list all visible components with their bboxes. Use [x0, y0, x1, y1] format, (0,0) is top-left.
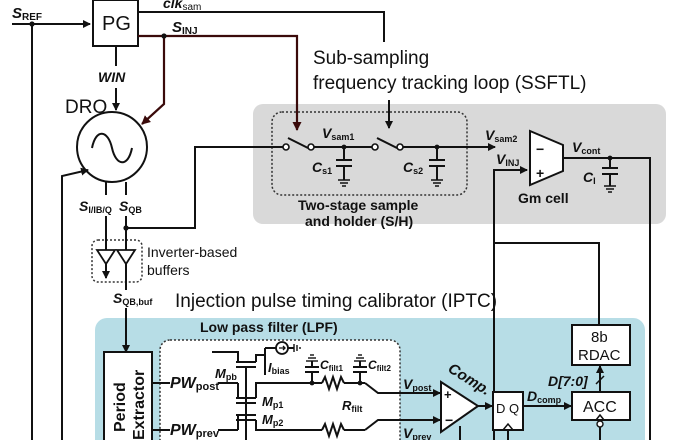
buffer-box — [91, 239, 143, 283]
comp-minus: − — [445, 412, 453, 428]
cfilt2-label: Cfilt2 — [368, 358, 391, 373]
inverter-buffer-qb — [115, 249, 137, 266]
switch-1 — [282, 137, 315, 151]
period-extractor-label-1: Period — [112, 382, 129, 432]
transistor-mp2 — [236, 414, 295, 431]
capacitor-cfilt2 — [353, 354, 367, 383]
inverter-buffer-i — [95, 249, 117, 266]
iptc-title: Injection pulse timing calibrator (IPTC) — [175, 291, 497, 312]
comparator — [440, 380, 480, 434]
rdac-to-gm-wire — [494, 242, 600, 325]
ssftl-title-2: frequency tracking loop (SSFTL) — [313, 73, 587, 94]
transistor-mp1 — [236, 382, 295, 404]
rdac-label-2: RDAC — [578, 347, 621, 364]
dcomp-label: Dcomp — [527, 388, 562, 405]
dbus-label: D[7:0] — [548, 373, 589, 389]
sinj-wire — [138, 33, 302, 131]
period-extractor-label-2: Extractor — [131, 370, 148, 440]
sample-holder-box — [271, 111, 468, 196]
sh-label-1: Two-stage sample — [298, 197, 419, 213]
gm-cell — [529, 129, 564, 187]
dff-label: D Q — [496, 401, 519, 416]
mp1-label: Mp1 — [262, 394, 283, 410]
capacitor-cs2 — [429, 147, 445, 187]
dro-feedback-wire — [61, 167, 89, 440]
s-iibq-label: SI/IB/Q — [79, 198, 112, 215]
cfilt1-label: Cfilt1 — [320, 358, 343, 373]
dro-label: DRO — [65, 97, 107, 118]
acc-label: ACC — [583, 399, 617, 416]
acc-clock-icon — [595, 413, 605, 421]
ssftl-title-1: Sub-sampling — [313, 48, 429, 69]
buffers-label-2: buffers — [147, 262, 190, 278]
sinj-label: SINJ — [172, 19, 198, 37]
vcont-label: Vcont — [572, 139, 600, 156]
cs2-label: Cs2 — [403, 159, 423, 176]
gm-cell-label: Gm cell — [518, 190, 569, 206]
dff-clock-icon — [502, 422, 514, 431]
ci-label: CI — [583, 169, 596, 186]
clk-sam-wire — [138, 11, 385, 42]
sine-wave-icon — [91, 132, 133, 164]
s-qb-buf-label: SQB,buf — [113, 290, 153, 307]
sref-wire — [12, 20, 91, 440]
vcont-wire — [563, 157, 651, 440]
pg-label: PG — [102, 13, 131, 35]
pw-post-label: PWpost — [170, 375, 219, 393]
ssftl-region — [253, 104, 666, 224]
vpost-label: Vpost — [403, 376, 431, 393]
capacitor-cs1 — [336, 147, 352, 187]
period-extractor-block — [103, 351, 153, 440]
cs1-label: Cs1 — [312, 159, 332, 176]
rdac-block — [571, 324, 631, 366]
win-label: WIN — [98, 69, 126, 85]
ibias-label: Ibias — [268, 360, 290, 376]
vsam2-label: Vsam2 — [485, 127, 517, 144]
rdac-label-1: 8b — [591, 329, 608, 346]
mpb-label: Mpb — [215, 366, 237, 382]
buffers-label-1: Inverter-based — [147, 244, 237, 260]
s-qb-label: SQB — [119, 198, 142, 215]
sqb-to-sh-wire — [126, 146, 289, 229]
mp2-label: Mp2 — [262, 412, 283, 428]
sh-label-2: and holder (S/H) — [305, 213, 413, 229]
lpf-box — [159, 339, 401, 440]
gm-plus: + — [536, 165, 544, 181]
vprev-label: Vprev — [403, 425, 431, 440]
vinj-wire — [493, 166, 528, 440]
vinj-label: VINJ — [496, 151, 519, 168]
capacitor-cfilt1 — [305, 354, 319, 383]
clk-sam-label: clksam — [163, 0, 201, 13]
comp-plus: + — [444, 387, 452, 402]
sref-label: SREF — [12, 5, 42, 23]
lpf-label: Low pass filter (LPF) — [200, 319, 338, 335]
rfilt-label: Rfilt — [342, 398, 362, 414]
current-source-ibias — [264, 341, 301, 375]
switch-2 — [371, 137, 404, 151]
pw-prev-label: PWprev — [170, 422, 220, 440]
vsam1-label: Vsam1 — [322, 125, 354, 142]
capacitor-ci — [602, 158, 618, 193]
gm-minus: − — [536, 141, 544, 157]
